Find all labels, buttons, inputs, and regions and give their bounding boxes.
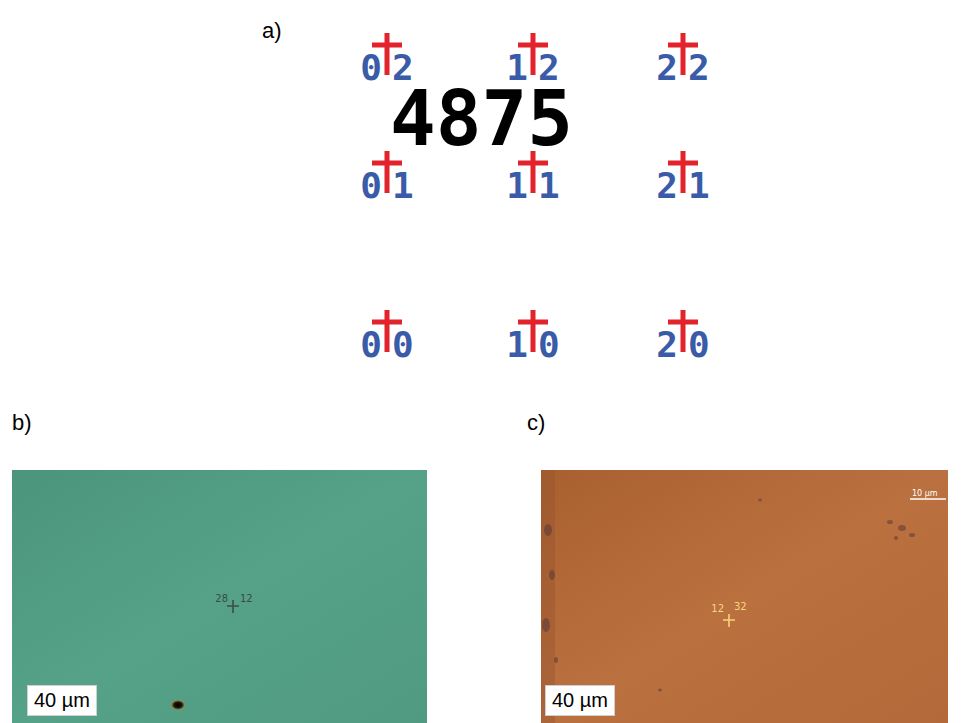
debris-dot — [171, 700, 185, 710]
micrograph-ground — [541, 470, 948, 723]
written-coordinate: 32 — [734, 601, 747, 612]
field-number: 4875 — [390, 74, 573, 163]
marker-coordinate: 1 — [538, 165, 560, 206]
surface-smudges — [542, 499, 915, 692]
marker-coordinate: 0 — [392, 324, 414, 365]
written-coordinate: 12 — [240, 593, 253, 604]
marker-coordinate: 1 — [688, 165, 710, 206]
marker-coordinate: 0 — [360, 165, 382, 206]
marker-coordinate: 2 — [656, 47, 678, 88]
panel-letter: a) — [262, 18, 282, 44]
micrograph-ground — [12, 470, 427, 723]
marker-coordinate: 0 — [360, 324, 382, 365]
micrograph-b — [12, 470, 427, 723]
written-coordinate: 12 — [711, 603, 724, 614]
scale-bar-label: 10 µm — [912, 489, 938, 498]
scale-bar — [910, 498, 946, 500]
panel-letter: c) — [527, 410, 545, 436]
marker-coordinate: 2 — [656, 324, 678, 365]
scale-label-box: 40 µm — [545, 685, 615, 716]
micrograph-c — [541, 470, 948, 723]
written-cross — [723, 614, 735, 627]
scale-label: 40 µm — [552, 689, 608, 712]
marker-coordinate: 0 — [538, 324, 560, 365]
micrograph-panel: 28 12 40 µm — [12, 470, 427, 723]
written-cross — [227, 600, 239, 613]
marker-coordinate: 1 — [392, 165, 414, 206]
alignment-crosses — [372, 33, 698, 352]
panel-letter: b) — [12, 410, 32, 436]
marker-coordinate: 1 — [506, 165, 528, 206]
scale-label-box: 40 µm — [27, 685, 97, 716]
marker-coordinate: 0 — [360, 47, 382, 88]
scale-label: 40 µm — [34, 689, 90, 712]
marker-coordinate: 0 — [688, 324, 710, 365]
written-coordinate: 28 — [215, 593, 228, 604]
marker-coordinate: 1 — [506, 324, 528, 365]
marker-coordinate: 2 — [656, 165, 678, 206]
micrograph-panel: 12 32 10 µm 40 µm — [541, 470, 948, 723]
marker-coordinate: 2 — [688, 47, 710, 88]
